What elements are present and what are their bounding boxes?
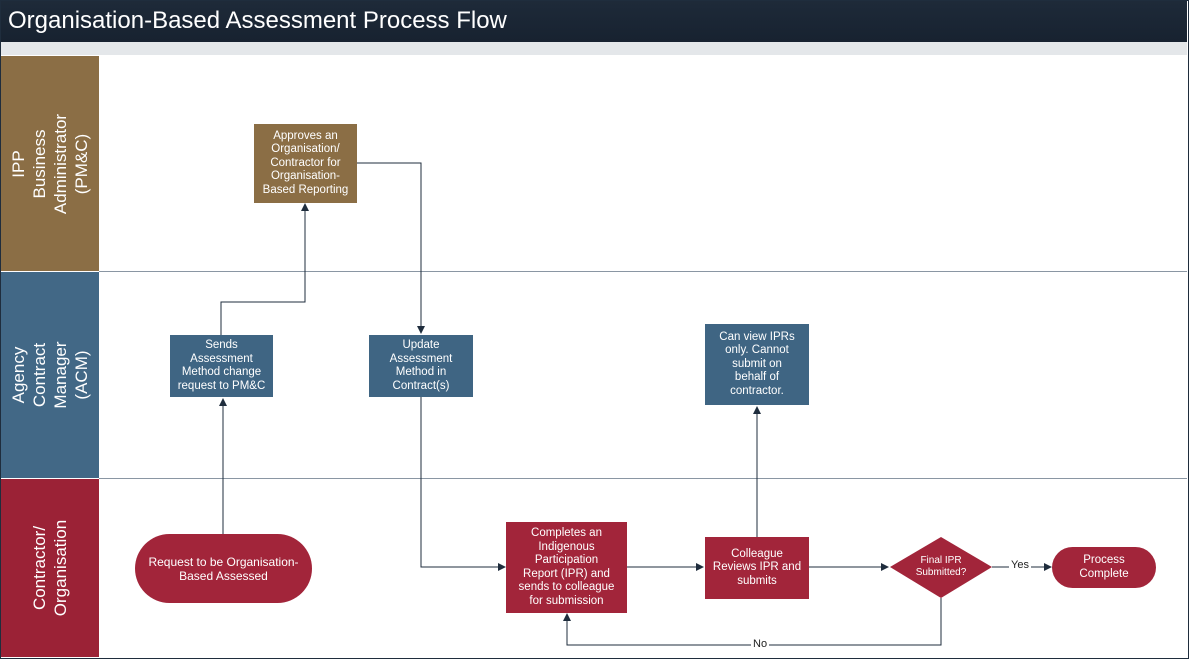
lane-label-pmc: IPP Business Administrator (PM&C) xyxy=(1,56,99,271)
can-view-iprs-box: Can view IPRs only. Cannot submit on beh… xyxy=(705,324,809,405)
connector-update-to-completes xyxy=(420,397,506,571)
page-title: Organisation-Based Assessment Process Fl… xyxy=(1,1,1187,42)
update-method-box: Update Assessment Method in Contract(s) xyxy=(369,335,473,397)
final-ipr-decision-label: Final IPR Submitted? xyxy=(915,555,967,578)
process-complete-terminal: Process Complete xyxy=(1052,547,1156,588)
title-strip xyxy=(1,42,1187,55)
decision-diamond xyxy=(890,537,992,598)
sends-request-box: Sends Assessment Method change request t… xyxy=(170,335,273,397)
edge-label-yes: Yes xyxy=(1009,559,1031,571)
edge-label-no: No xyxy=(751,638,770,650)
connector-sends-to-approves xyxy=(220,203,309,335)
completes-ipr-box: Completes an Indigenous Participation Re… xyxy=(506,522,627,613)
approves-organisation-box: Approves an Organisation/ Contractor for… xyxy=(254,124,357,203)
lane-label-acm: Agency Contract Manager (ACM) xyxy=(1,272,99,478)
lane-divider-1 xyxy=(99,271,1187,272)
request-assessed-terminal: Request to be Organisation- Based Assess… xyxy=(135,534,312,603)
lane-label-contractor: Contractor/ Organisation xyxy=(1,479,99,657)
lane-divider-2 xyxy=(99,478,1187,479)
colleague-reviews-box: Colleague Reviews IPR and submits xyxy=(705,537,809,599)
connector-approves-to-update xyxy=(356,162,425,334)
